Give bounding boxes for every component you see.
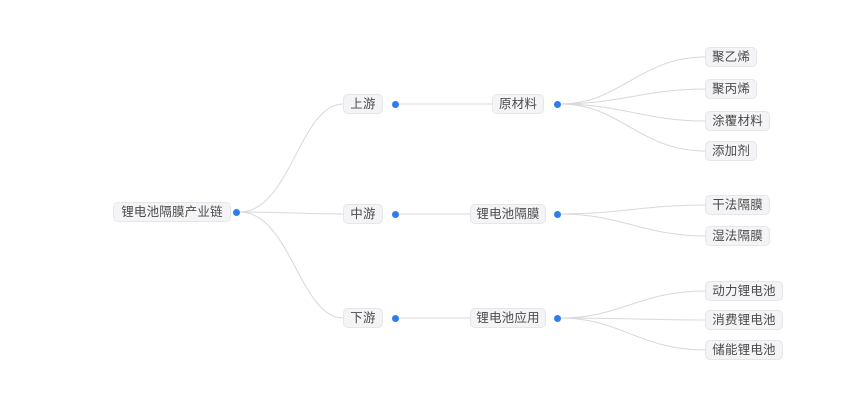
- connector-midstream-dot[interactable]: [391, 210, 399, 218]
- edge-battery-application-dot-to-consumer-battery: [560, 317, 706, 321]
- edge-raw-materials-dot-to-additives: [560, 103, 706, 152]
- edge-raw-materials-dot-to-polypropylene: [560, 88, 706, 105]
- edge-root-dot-to-midstream: [239, 211, 344, 215]
- mindmap-node-storage-battery[interactable]: 储能锂电池: [705, 340, 783, 360]
- mindmap-node-root[interactable]: 锂电池隔膜产业链: [113, 202, 231, 222]
- mindmap-node-coating-material[interactable]: 涂覆材料: [705, 111, 770, 131]
- connector-battery-separator-dot[interactable]: [553, 210, 561, 218]
- mindmap-node-additives[interactable]: 添加剂: [705, 141, 757, 161]
- edge-battery-separator-dot-to-dry-separator: [560, 204, 706, 215]
- mindmap-node-battery-separator[interactable]: 锂电池隔膜: [470, 204, 546, 224]
- edge-battery-separator-dot-to-wet-separator: [560, 213, 706, 237]
- edge-root-dot-to-downstream: [239, 211, 344, 319]
- connector-downstream-dot[interactable]: [391, 314, 399, 322]
- connector-raw-materials-dot[interactable]: [553, 100, 561, 108]
- mindmap-node-upstream[interactable]: 上游: [343, 94, 383, 114]
- mindmap-node-power-battery[interactable]: 动力锂电池: [705, 281, 783, 301]
- connector-root-dot[interactable]: [232, 208, 240, 216]
- mindmap-node-consumer-battery[interactable]: 消费锂电池: [705, 310, 783, 330]
- mindmap-node-wet-separator[interactable]: 湿法隔膜: [705, 226, 770, 246]
- mindmap-node-midstream[interactable]: 中游: [343, 204, 383, 224]
- edge-raw-materials-dot-to-polyethylene: [560, 56, 706, 105]
- mindmap-node-polyethylene[interactable]: 聚乙烯: [705, 47, 757, 67]
- connector-upstream-dot[interactable]: [391, 100, 399, 108]
- edge-battery-application-dot-to-power-battery: [560, 290, 706, 319]
- connector-battery-application-dot[interactable]: [553, 314, 561, 322]
- mindmap-node-downstream[interactable]: 下游: [343, 308, 383, 328]
- edge-raw-materials-dot-to-coating-material: [560, 103, 706, 122]
- mindmap-node-battery-application[interactable]: 锂电池应用: [470, 308, 546, 328]
- edge-battery-application-dot-to-storage-battery: [560, 317, 706, 351]
- mindmap-node-polypropylene[interactable]: 聚丙烯: [705, 79, 757, 99]
- mindmap-node-raw-materials[interactable]: 原材料: [492, 94, 544, 114]
- mindmap-node-dry-separator[interactable]: 干法隔膜: [705, 195, 770, 215]
- edge-root-dot-to-upstream: [239, 103, 344, 213]
